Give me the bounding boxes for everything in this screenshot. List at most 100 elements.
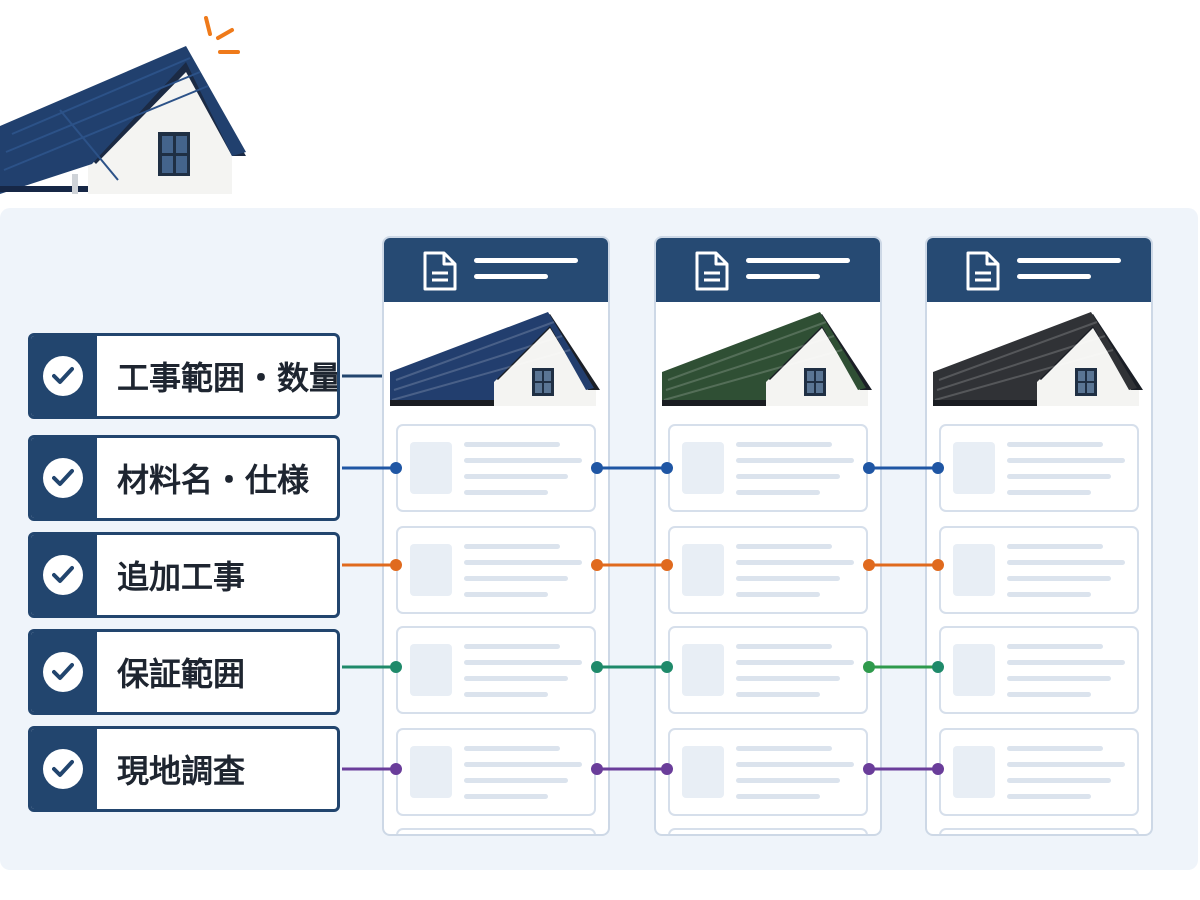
line-item-card — [668, 728, 868, 816]
text-line — [464, 676, 568, 681]
estimate-document-1 — [382, 236, 610, 836]
text-line — [1007, 490, 1091, 495]
text-line — [1007, 442, 1103, 447]
text-line — [464, 544, 560, 549]
text-line — [464, 746, 560, 751]
text-line — [736, 560, 854, 565]
line-item-card — [396, 526, 596, 614]
header-line — [746, 258, 850, 263]
line-item-card — [668, 526, 868, 614]
roof-sample — [933, 312, 1143, 406]
text-line — [464, 458, 582, 463]
text-line — [464, 490, 548, 495]
text-line — [736, 576, 840, 581]
header-line — [474, 274, 548, 279]
text-line — [464, 442, 560, 447]
check-icon — [43, 749, 83, 789]
text-line — [1007, 778, 1111, 783]
item-thumbnail — [410, 746, 452, 798]
check-icon — [43, 652, 83, 692]
line-item-card — [939, 828, 1139, 834]
item-thumbnail — [953, 442, 995, 494]
text-line — [736, 778, 840, 783]
check-block — [31, 729, 97, 809]
text-line — [1007, 692, 1091, 697]
text-line — [464, 794, 548, 799]
item-thumbnail — [682, 544, 724, 596]
text-line — [1007, 762, 1125, 767]
text-line — [736, 644, 832, 649]
text-line — [1007, 644, 1103, 649]
text-line — [736, 762, 854, 767]
line-item-card — [396, 626, 596, 714]
text-line — [1007, 544, 1103, 549]
document-header — [927, 238, 1151, 302]
text-line — [1007, 560, 1125, 565]
header-line — [1017, 274, 1091, 279]
line-item-card — [396, 828, 596, 834]
line-item-card — [396, 728, 596, 816]
text-line — [464, 576, 568, 581]
document-header — [656, 238, 880, 302]
line-item-card — [939, 728, 1139, 816]
text-line — [464, 762, 582, 767]
text-line — [464, 592, 548, 597]
item-thumbnail — [953, 544, 995, 596]
criterion-material-spec: 材料名・仕様 — [28, 435, 340, 521]
text-line — [464, 778, 568, 783]
item-thumbnail — [953, 644, 995, 696]
text-line — [736, 474, 840, 479]
text-line — [464, 560, 582, 565]
text-line — [464, 644, 560, 649]
document-icon — [423, 251, 457, 291]
text-line — [736, 458, 854, 463]
item-thumbnail — [682, 746, 724, 798]
document-header — [384, 238, 608, 302]
text-line — [464, 474, 568, 479]
item-thumbnail — [682, 644, 724, 696]
check-block — [31, 535, 97, 615]
line-item-card — [668, 424, 868, 512]
criterion-scope-quantity: 工事範囲・数量 — [28, 333, 340, 419]
text-line — [736, 544, 832, 549]
criterion-label: 現地調査 — [117, 752, 246, 790]
text-line — [736, 676, 840, 681]
header-line — [474, 258, 578, 263]
item-thumbnail — [410, 442, 452, 494]
criterion-label: 工事範囲・数量 — [117, 359, 340, 397]
criterion-warranty-scope: 保証範囲 — [28, 629, 340, 715]
text-line — [736, 692, 820, 697]
criterion-label: 材料名・仕様 — [117, 461, 310, 499]
item-thumbnail — [410, 544, 452, 596]
text-line — [736, 794, 820, 799]
document-icon — [695, 251, 729, 291]
criterion-label: 追加工事 — [117, 558, 246, 596]
criterion-site-survey: 現地調査 — [28, 726, 340, 812]
house-illustration — [0, 46, 246, 194]
line-item-card — [939, 526, 1139, 614]
text-line — [736, 490, 820, 495]
text-line — [464, 692, 548, 697]
text-line — [1007, 676, 1111, 681]
text-line — [1007, 458, 1125, 463]
line-item-card — [396, 424, 596, 512]
text-line — [1007, 592, 1091, 597]
document-icon — [966, 251, 1000, 291]
item-thumbnail — [953, 746, 995, 798]
check-block — [31, 632, 97, 712]
alert-sparkle-icon — [204, 16, 240, 54]
check-block — [31, 336, 97, 416]
roof-sample — [390, 312, 600, 406]
text-line — [1007, 746, 1103, 751]
line-item-card — [668, 828, 868, 834]
item-thumbnail — [410, 644, 452, 696]
check-block — [31, 438, 97, 518]
header-line — [1017, 258, 1121, 263]
item-thumbnail — [682, 442, 724, 494]
line-item-card — [939, 424, 1139, 512]
roof-sample — [662, 312, 872, 406]
text-line — [736, 592, 820, 597]
text-line — [464, 660, 582, 665]
header-line — [746, 274, 820, 279]
text-line — [1007, 660, 1125, 665]
